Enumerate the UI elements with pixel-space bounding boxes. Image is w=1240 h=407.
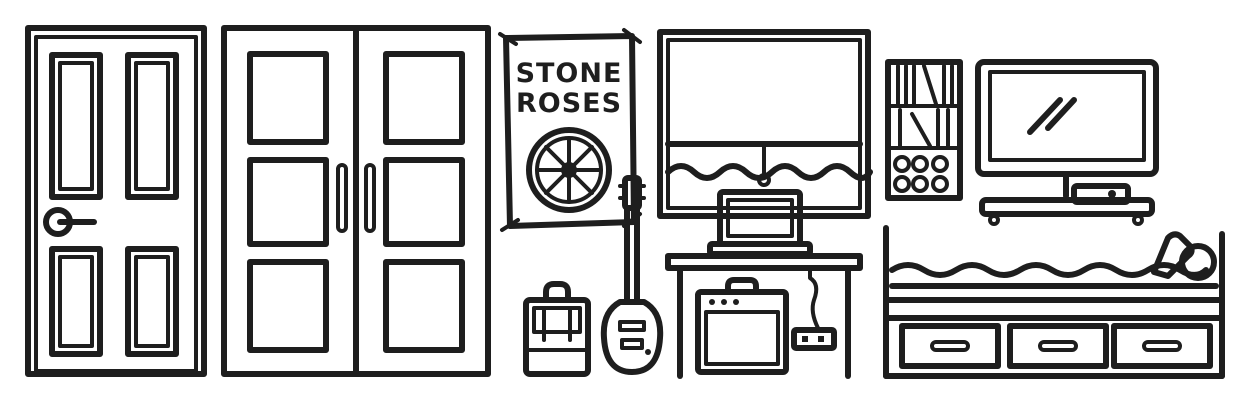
bed-icon	[883, 225, 1225, 379]
monitor-icon	[975, 59, 1159, 226]
amplifier-icon	[695, 277, 789, 375]
poster-title-line2: ROSES	[516, 88, 622, 119]
laptop-icon	[707, 189, 813, 257]
bookshelf-icon	[885, 59, 963, 201]
window-blind-icon	[657, 29, 873, 219]
power-strip-icon	[791, 327, 837, 351]
backpack-icon	[523, 281, 591, 377]
wheel-icon	[526, 127, 612, 213]
guitar-icon	[600, 175, 664, 375]
wardrobe-icon	[221, 25, 491, 377]
door-icon	[25, 25, 207, 377]
poster-title-line1: STONE	[516, 58, 623, 89]
poster-icon: STONE ROSES	[498, 28, 642, 232]
